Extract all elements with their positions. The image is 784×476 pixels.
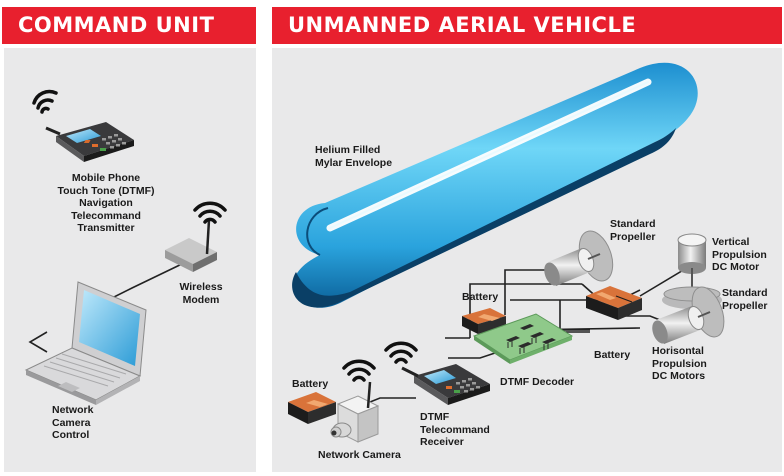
label-line: Horisontal [652,345,704,357]
label-line: Modem [182,293,220,306]
battery-upper-label: Battery [462,291,499,303]
network-camera-label: Network Camera [318,449,401,461]
wifi-signal-icon [384,341,418,364]
horisontal-propulsion-label: Horisontal Propulsion DC Motors [652,345,707,383]
wifi-signal-icon [32,89,58,114]
label-line: Transmitter [77,222,135,234]
label-line: Mylar Envelope [315,156,393,169]
label-line: Vertical [712,236,750,248]
battery-icon [288,392,336,424]
helium-envelope-label: Helium Filled Mylar Envelope [315,144,392,169]
battery-left-label: Battery [292,378,329,390]
label-line: Telecommand [71,209,141,222]
label-line: Network [52,404,94,416]
helium-envelope [292,62,698,308]
wireless-modem-label: Wireless Modem [164,281,238,306]
label-line: Navigation [79,197,133,209]
label-line: Camera [52,416,91,429]
label-line: DC Motor [712,261,760,273]
label-line: Standard [722,287,768,299]
wifi-signal-icon [342,359,376,382]
battery-icon [586,286,642,320]
mobile-phone-icon [45,122,134,162]
label-line: Touch Tone (DTMF) [57,184,155,197]
wireless-modem-icon [165,219,217,272]
label-line: DTMF [420,411,450,423]
network-camera-icon [330,381,380,443]
label-line: Propeller [610,230,656,243]
dtmf-receiver-label: DTMF Telecommand Receiver [420,411,490,449]
laptop-icon [24,281,147,405]
battery-icon [462,308,506,334]
wifi-signal-icon [193,201,227,224]
label-line: Propulsion [712,248,767,261]
dtmf-decoder-label: DTMF Decoder [500,376,575,388]
label-line: Propeller [722,299,768,312]
standard-propeller-top-label: Standard Propeller [610,218,656,243]
label-line: Standard [610,218,656,230]
label-line: Telecommand [420,423,490,436]
uav-header: UNMANNED AERIAL VEHICLE [272,7,782,44]
label-line: Receiver [420,436,464,448]
mobile-phone-icon [401,364,490,405]
command-unit-header: COMMAND UNIT [2,7,256,44]
command-unit-wiring [28,261,187,353]
label-line: Propulsion [652,357,707,370]
label-line: DC Motors [652,370,706,382]
dc-motor-icon [544,247,601,286]
label-line: Helium Filled [315,144,381,156]
vertical-propulsion-label: Vertical Propulsion DC Motor [712,236,767,274]
label-line: Control [52,429,90,441]
standard-propeller-right-label: Standard Propeller [722,287,768,312]
battery-middle-label: Battery [594,349,631,361]
mobile-phone-label: Mobile Phone Touch Tone (DTMF) Navigatio… [46,172,166,235]
circuit-board-icon [472,313,574,364]
label-line: Mobile Phone [71,172,141,184]
label-line: Wireless [179,281,223,293]
network-camera-control-label: Network Camera Control [52,404,93,442]
dc-motor-icon [652,305,711,344]
